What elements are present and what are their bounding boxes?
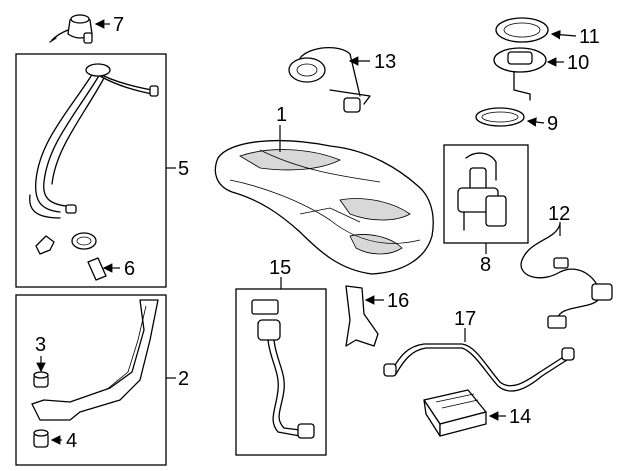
part-6-hose (87, 257, 107, 281)
callout-16: 16 (387, 290, 409, 312)
filler-pipe-group-box (15, 53, 167, 288)
part-13-sending-unit (288, 47, 371, 113)
part-14-control-module (423, 389, 487, 437)
callout-9: 9 (547, 113, 558, 135)
part-3-grommet (33, 371, 49, 388)
callout-17: 17 (454, 308, 476, 330)
part-5-clips (35, 232, 97, 255)
callout-7: 7 (113, 14, 124, 36)
part-4-bushing (33, 429, 49, 448)
callout-10: 10 (567, 52, 589, 74)
callout-13: 13 (374, 51, 396, 73)
part-1-fuel-tank (214, 140, 434, 275)
callout-15: 15 (269, 257, 291, 279)
part-8-fuel-pump (457, 152, 507, 231)
callout-12: 12 (548, 203, 570, 225)
part-11-lock-ring (495, 17, 549, 43)
callout-6: 6 (124, 258, 135, 280)
callout-5: 5 (178, 158, 189, 180)
part-2-tank-strap (31, 299, 159, 421)
part-7-vent-valve (49, 14, 93, 44)
part-10-pump-flange (493, 47, 547, 101)
callout-2: 2 (178, 368, 189, 390)
strap-group-box (15, 294, 167, 466)
callout-3: 3 (35, 334, 46, 356)
callout-4: 4 (66, 430, 77, 452)
part-17-fuel-line (383, 343, 575, 392)
callout-14: 14 (509, 406, 531, 428)
part-15-vapor-hose (251, 299, 315, 439)
callout-8: 8 (480, 254, 491, 276)
part-5-filler-pipe (29, 63, 159, 219)
part-16-bracket (345, 285, 379, 347)
part-9-seal (475, 107, 525, 127)
part-12-wire-harness (520, 223, 613, 329)
callout-11: 11 (579, 26, 600, 48)
callout-1: 1 (276, 104, 287, 126)
